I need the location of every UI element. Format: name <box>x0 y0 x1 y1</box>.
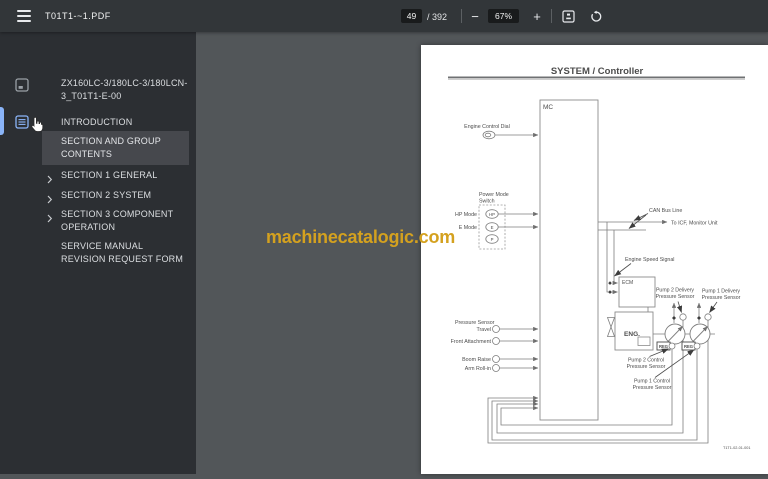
active-tool-indicator <box>0 107 4 135</box>
pdf-scroll-area[interactable]: SYSTEM / Controller MC Engine Control Di… <box>196 32 768 474</box>
travel-label: Travel <box>476 327 491 333</box>
power-mode-label-1: Power Mode <box>479 192 509 198</box>
power-mode-switch: Power Mode Switch HP E P HP Mode E Mode <box>455 192 539 250</box>
bookmark-revision-form[interactable]: SERVICE MANUAL REVISION REQUEST FORM <box>61 241 184 264</box>
watermark-text: machinecatalogic.com <box>266 227 456 247</box>
zoom-in-button[interactable]: + <box>533 8 541 24</box>
menu-icon[interactable] <box>17 10 31 22</box>
pressure-sensor-group-label: Pressure Sensor <box>455 320 495 326</box>
can-bus-wiring: CAN Bus Line To ICF, Monitor Unit <box>598 208 718 295</box>
pdf-toolbar: T01T1-~1.PDF 49 / 392 − 67% + <box>0 0 768 32</box>
header-rule <box>448 76 745 80</box>
fan-icon <box>606 317 616 337</box>
mc-controller-box: MC <box>539 99 599 421</box>
pdf-page: SYSTEM / Controller MC Engine Control Di… <box>421 45 768 474</box>
reg1-label: REG <box>684 344 693 349</box>
ecm-label: ECM <box>622 280 633 286</box>
toolbar-divider <box>461 9 462 23</box>
mc-label: MC <box>543 104 553 111</box>
front-attachment-label: Front Attachment <box>451 339 492 345</box>
arm-roll-in-label: Arm Roll-in <box>465 366 491 372</box>
pump2-control-label: Pump 2 Control <box>628 358 664 364</box>
eng-label: ENG. <box>624 331 640 338</box>
rotate-icon[interactable] <box>587 7 603 25</box>
engine-control-dial-label: Engine Control Dial <box>464 124 510 130</box>
chevron-right-icon[interactable] <box>47 210 53 228</box>
figure-number: T1T1-02-01-001 <box>723 446 750 450</box>
ecm-box: ECM <box>618 276 656 308</box>
chevron-right-icon[interactable] <box>47 191 53 209</box>
document-title: T01T1-~1.PDF <box>45 11 111 21</box>
bookmark-section-group-contents[interactable]: SECTION AND GROUP CONTENTS <box>61 136 161 159</box>
pump1-control-label: Pump 1 Control <box>634 379 670 385</box>
sidebar: ZX160LC-3/180LC-3/180LCN-3_T01T1-E-00 IN… <box>0 32 196 474</box>
delivery-pressure-sensors: Pump 2 Delivery Pressure Sensor Pump 1 D… <box>656 288 741 323</box>
page-total-label: / 392 <box>427 11 448 22</box>
e-button-glyph: E <box>491 225 494 230</box>
bookmark-section2-system[interactable]: SECTION 2 SYSTEM <box>61 190 152 200</box>
fit-page-icon[interactable] <box>560 7 576 25</box>
outline-icon[interactable] <box>15 115 29 134</box>
page-number-input[interactable]: 49 <box>401 9 422 23</box>
engine-control-dial: Engine Control Dial <box>464 124 539 140</box>
toolbar-divider-2 <box>551 9 552 23</box>
chevron-right-icon[interactable] <box>47 171 53 189</box>
eng-box: ENG. <box>606 311 654 351</box>
can-bus-line-label: CAN Bus Line <box>649 208 682 214</box>
pump1-control-label-2: Pressure Sensor <box>633 385 672 391</box>
pump2-control-label-2: Pressure Sensor <box>627 364 666 370</box>
pump1-delivery-label-2: Pressure Sensor <box>702 295 741 301</box>
zoom-out-button[interactable]: − <box>471 8 479 24</box>
bookmark-section3-component[interactable]: SECTION 3 COMPONENT OPERATION <box>61 209 174 232</box>
bookmark-section1-general[interactable]: SECTION 1 GENERAL <box>61 170 158 180</box>
reg2-label: REG <box>659 344 668 349</box>
hp-button-glyph: HP <box>489 212 495 217</box>
system-controller-diagram: SYSTEM / Controller MC Engine Control Di… <box>448 66 750 450</box>
hydraulic-pumps <box>664 323 711 345</box>
power-mode-label-2: Switch <box>479 199 495 205</box>
pump-regulators: REG REG Pump 2 Control Pressure Sensor P… <box>627 341 701 391</box>
active-bookmark-highlight <box>42 131 189 165</box>
pump2-delivery-label: Pump 2 Delivery <box>656 288 694 294</box>
thumbnails-icon[interactable] <box>15 78 29 97</box>
bookmark-doc-root[interactable]: ZX160LC-3/180LC-3/180LCN-3_T01T1-E-00 <box>61 78 188 101</box>
to-icf-monitor-label: To ICF, Monitor Unit <box>671 221 718 227</box>
boom-raise-label: Boom Raise <box>462 357 491 363</box>
engine-speed-signal-label: Engine Speed Signal <box>625 257 674 263</box>
page-title: SYSTEM / Controller <box>551 66 644 77</box>
pilot-pressure-sensors: Pressure Sensor Travel Front Attachment … <box>451 320 539 372</box>
p-button-glyph: P <box>491 237 494 242</box>
zoom-level-input[interactable]: 67% <box>488 9 519 23</box>
pump-sensor-wiring <box>487 320 715 444</box>
bookmark-introduction[interactable]: INTRODUCTION <box>61 117 133 127</box>
hand-cursor <box>30 116 44 138</box>
engine-speed-signal: Engine Speed Signal <box>614 257 674 277</box>
e-mode-label: E Mode <box>459 225 477 231</box>
hp-mode-label: HP Mode <box>455 212 477 218</box>
pump2-delivery-label-2: Pressure Sensor <box>656 294 695 300</box>
pump1-delivery-label: Pump 1 Delivery <box>702 289 740 295</box>
